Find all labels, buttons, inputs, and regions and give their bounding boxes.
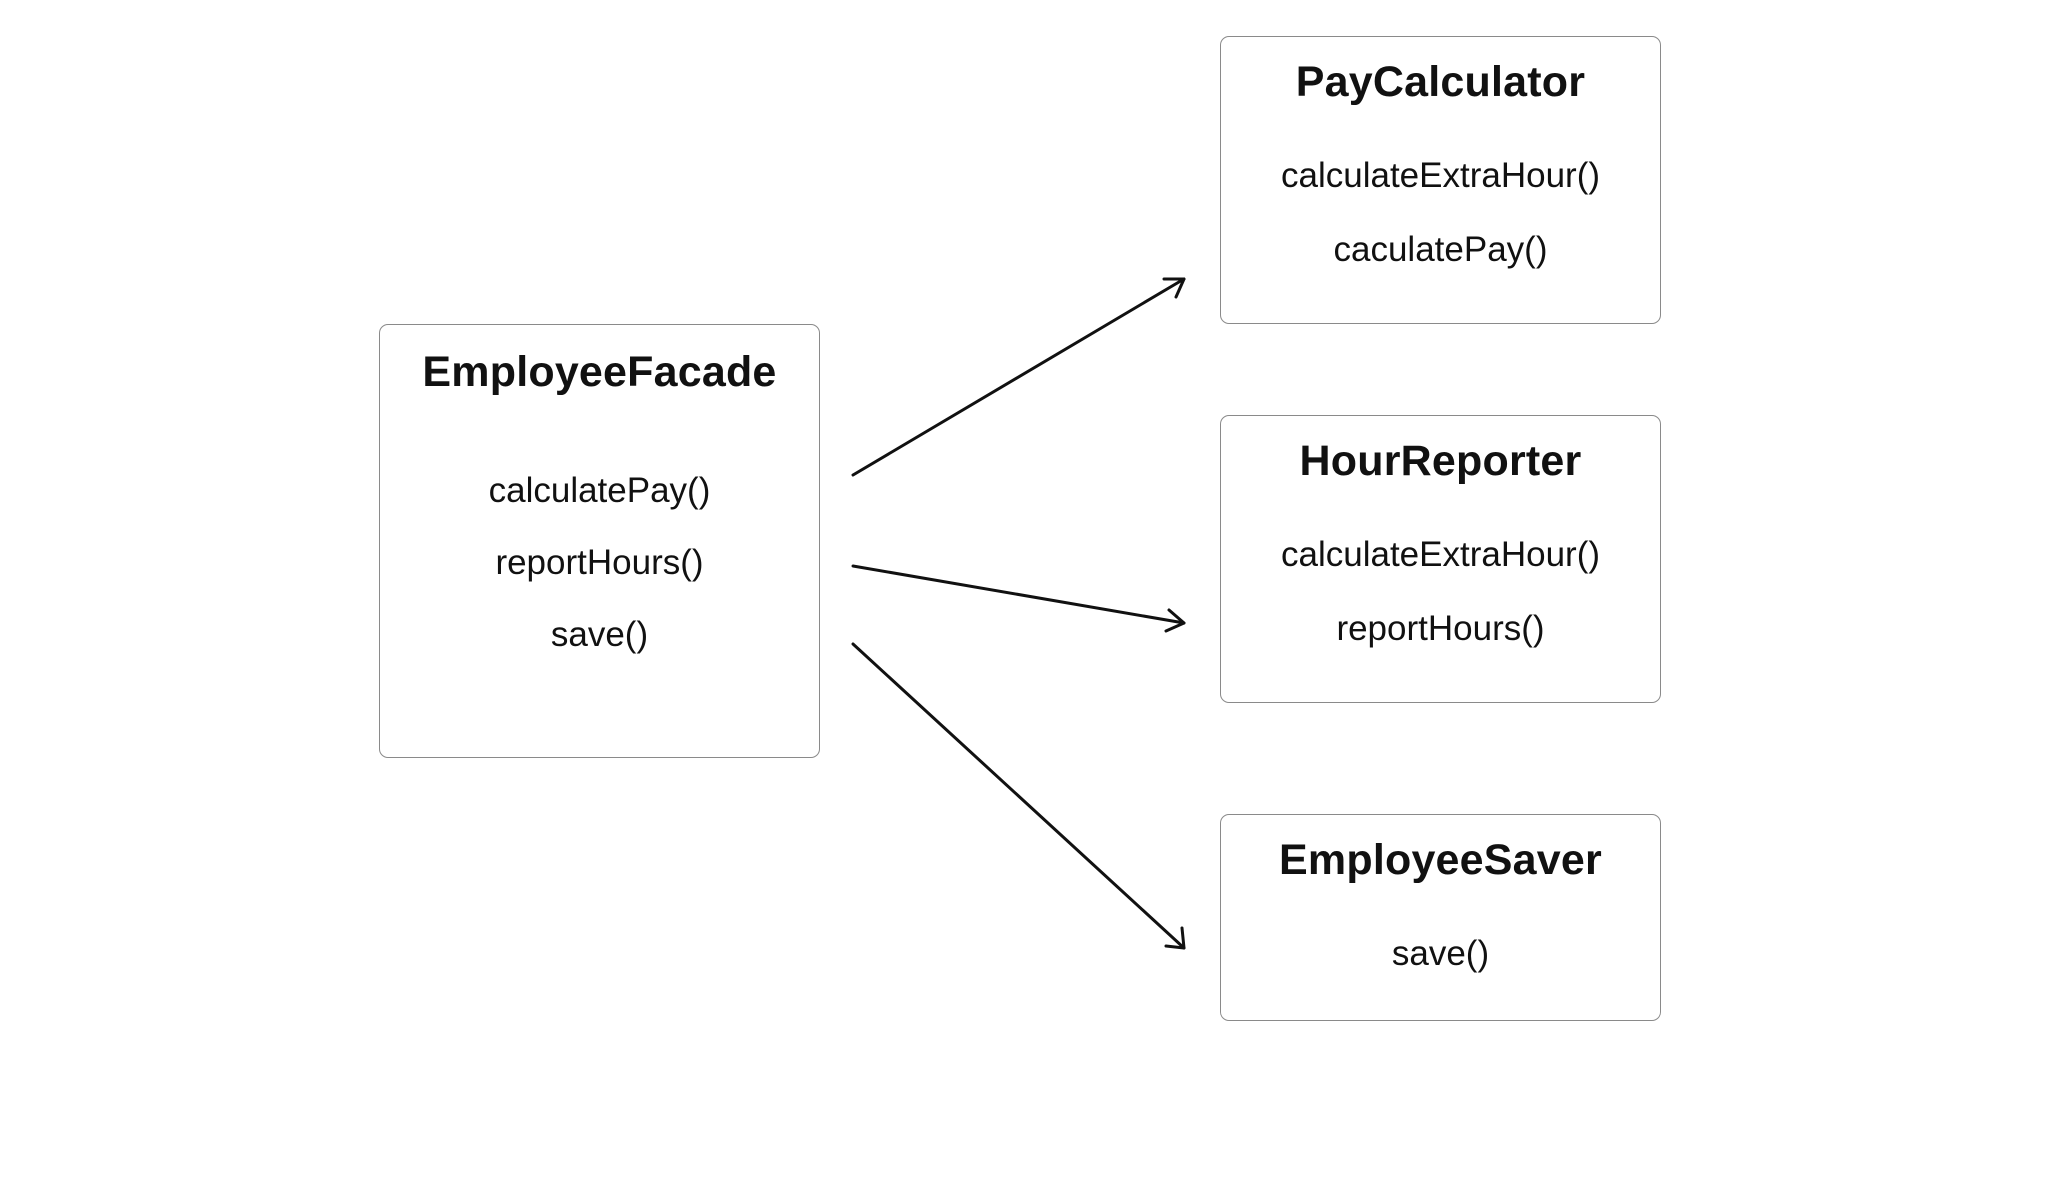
arrow-to-employee-saver bbox=[851, 642, 1186, 950]
employee-saver-method: save() bbox=[1391, 934, 1490, 973]
hour-reporter-box: HourReporter calculateExtraHour() report… bbox=[1220, 415, 1661, 703]
arrow-head-icon bbox=[1162, 277, 1186, 299]
pay-calculator-method: caculatePay() bbox=[1333, 230, 1548, 269]
employee-facade-method: calculatePay() bbox=[488, 471, 711, 510]
arrow-to-hour-reporter bbox=[851, 564, 1186, 633]
hour-reporter-title: HourReporter bbox=[1299, 437, 1582, 485]
arrow-head-icon bbox=[1164, 926, 1186, 950]
arrow-head-icon bbox=[1164, 608, 1186, 633]
employee-facade-method: reportHours() bbox=[495, 543, 704, 582]
employee-facade-method: save() bbox=[550, 615, 649, 654]
pay-calculator-title: PayCalculator bbox=[1295, 58, 1586, 106]
pay-calculator-method: calculateExtraHour() bbox=[1281, 156, 1600, 195]
employee-facade-title: EmployeeFacade bbox=[422, 348, 777, 396]
employee-saver-box: EmployeeSaver save() bbox=[1220, 814, 1661, 1021]
employee-saver-title: EmployeeSaver bbox=[1279, 836, 1602, 884]
pay-calculator-box: PayCalculator calculateExtraHour() cacul… bbox=[1220, 36, 1661, 324]
hour-reporter-method: reportHours() bbox=[1336, 609, 1545, 648]
hour-reporter-method: calculateExtraHour() bbox=[1281, 535, 1600, 574]
arrow-to-pay-calculator bbox=[851, 277, 1186, 477]
employee-facade-box: EmployeeFacade calculatePay() reportHour… bbox=[379, 324, 820, 758]
